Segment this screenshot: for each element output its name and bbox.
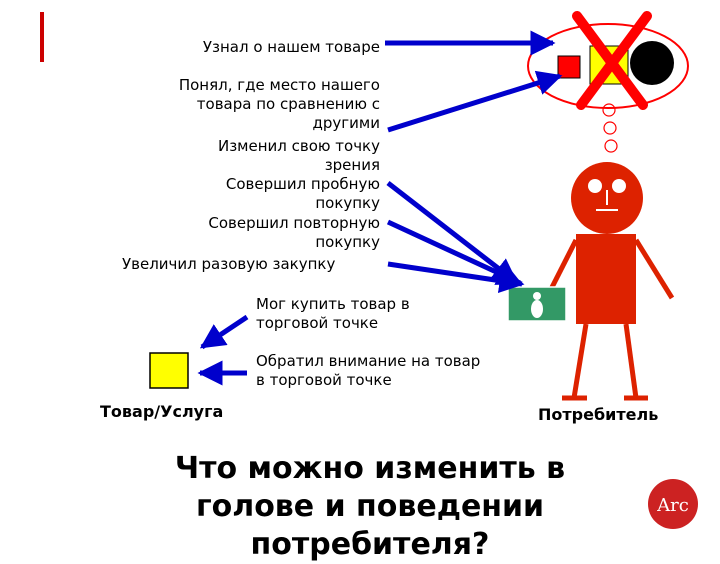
consumer-stage-arrows: [385, 30, 563, 294]
stage-label-noticed: Обратил внимание на товар в торговой точ…: [256, 352, 481, 389]
accent-bar: [40, 12, 44, 62]
consumer-label: Потребитель: [538, 405, 659, 424]
diagram-graphics: [40, 11, 689, 401]
arrow-understood: [387, 70, 563, 133]
stage-label-aware: Узнал о нашем товаре: [202, 38, 380, 56]
arrow-volume: [387, 261, 525, 294]
stick-figure-icon: [540, 162, 675, 401]
stage-label-changed-view: Изменил свою точку зрения: [217, 137, 380, 174]
diagram-stage: Узнал о нашем товаре Понял, где место на…: [40, 11, 698, 562]
arrow-could-buy: [199, 314, 249, 350]
logo-text: Arc: [656, 495, 689, 516]
stage-label-could-buy: Мог купить товар в торговой точке: [256, 295, 410, 332]
stage-label-volume: Увеличил разовую закупку: [122, 255, 336, 273]
product-label: Товар/Услуга: [100, 402, 224, 421]
stage-label-understood: Понял, где место нашего товара по сравне…: [178, 76, 380, 132]
stage-label-trial: Совершил пробную покупку: [225, 175, 380, 212]
product-stage-arrows: [197, 314, 249, 386]
question-title: Что можно изменить в голове и поведении …: [174, 451, 566, 562]
cross-out-icon: [572, 11, 652, 110]
stage-label-repeat: Совершил повторную покупку: [208, 214, 380, 251]
arc-logo: Arc: [648, 479, 698, 529]
product-box-icon: [149, 352, 189, 389]
money-icon: [507, 286, 567, 322]
